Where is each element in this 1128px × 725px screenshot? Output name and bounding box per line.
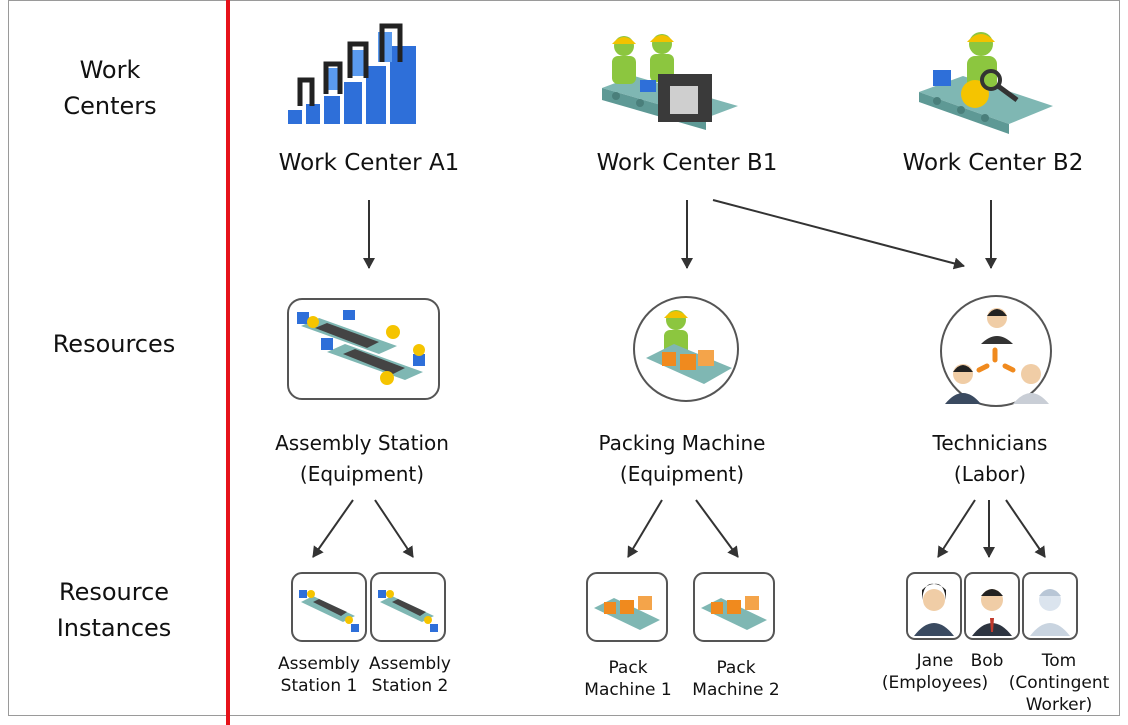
row-label-resource-instances: Resource Instances bbox=[56, 578, 172, 642]
assembly-station-label: Assembly Station (Equipment) bbox=[275, 431, 449, 486]
arrow-b1-to-technicians bbox=[712, 199, 965, 270]
arrow-assembly-to-inst2 bbox=[374, 499, 414, 558]
row-label-work-centers: Work Centers bbox=[63, 56, 157, 120]
jane-avatar-icon bbox=[906, 572, 962, 640]
work-center-b2-title: Work Center B2 bbox=[902, 150, 1084, 176]
tom-avatar-icon bbox=[1022, 572, 1078, 640]
packing-workers-icon bbox=[602, 34, 738, 130]
assembly-station-1-icon bbox=[291, 572, 367, 642]
pack-machine-2-icon bbox=[693, 572, 775, 642]
instance-label-bob: Bob bbox=[970, 651, 1004, 671]
bob-avatar-icon bbox=[964, 572, 1020, 640]
row-label-resources: Resources bbox=[52, 330, 176, 358]
inspection-worker-icon bbox=[919, 32, 1053, 134]
packing-machine-icon bbox=[633, 296, 739, 402]
arrow-tech-to-jane bbox=[937, 499, 976, 558]
arrow-assembly-to-inst1 bbox=[312, 499, 354, 558]
technicians-label: Technicians (Labor) bbox=[932, 431, 1048, 486]
conveyor-equipment-icon bbox=[287, 298, 440, 400]
labor-group-icon bbox=[940, 295, 1052, 407]
packing-machine-label: Packing Machine (Equipment) bbox=[598, 431, 766, 486]
work-center-a1-title: Work Center A1 bbox=[278, 150, 460, 176]
assembly-station-2-icon bbox=[370, 572, 446, 642]
label-divider-line bbox=[226, 0, 230, 725]
arrow-packing-to-inst1 bbox=[627, 499, 663, 558]
pack-machine-1-icon bbox=[586, 572, 668, 642]
assembly-line-icon bbox=[288, 23, 416, 124]
arrow-tech-to-tom bbox=[1005, 499, 1046, 558]
arrow-packing-to-inst2 bbox=[695, 499, 739, 558]
work-center-b1-title: Work Center B1 bbox=[596, 150, 778, 176]
instance-label-jane: Jane(Employees) bbox=[881, 651, 989, 693]
